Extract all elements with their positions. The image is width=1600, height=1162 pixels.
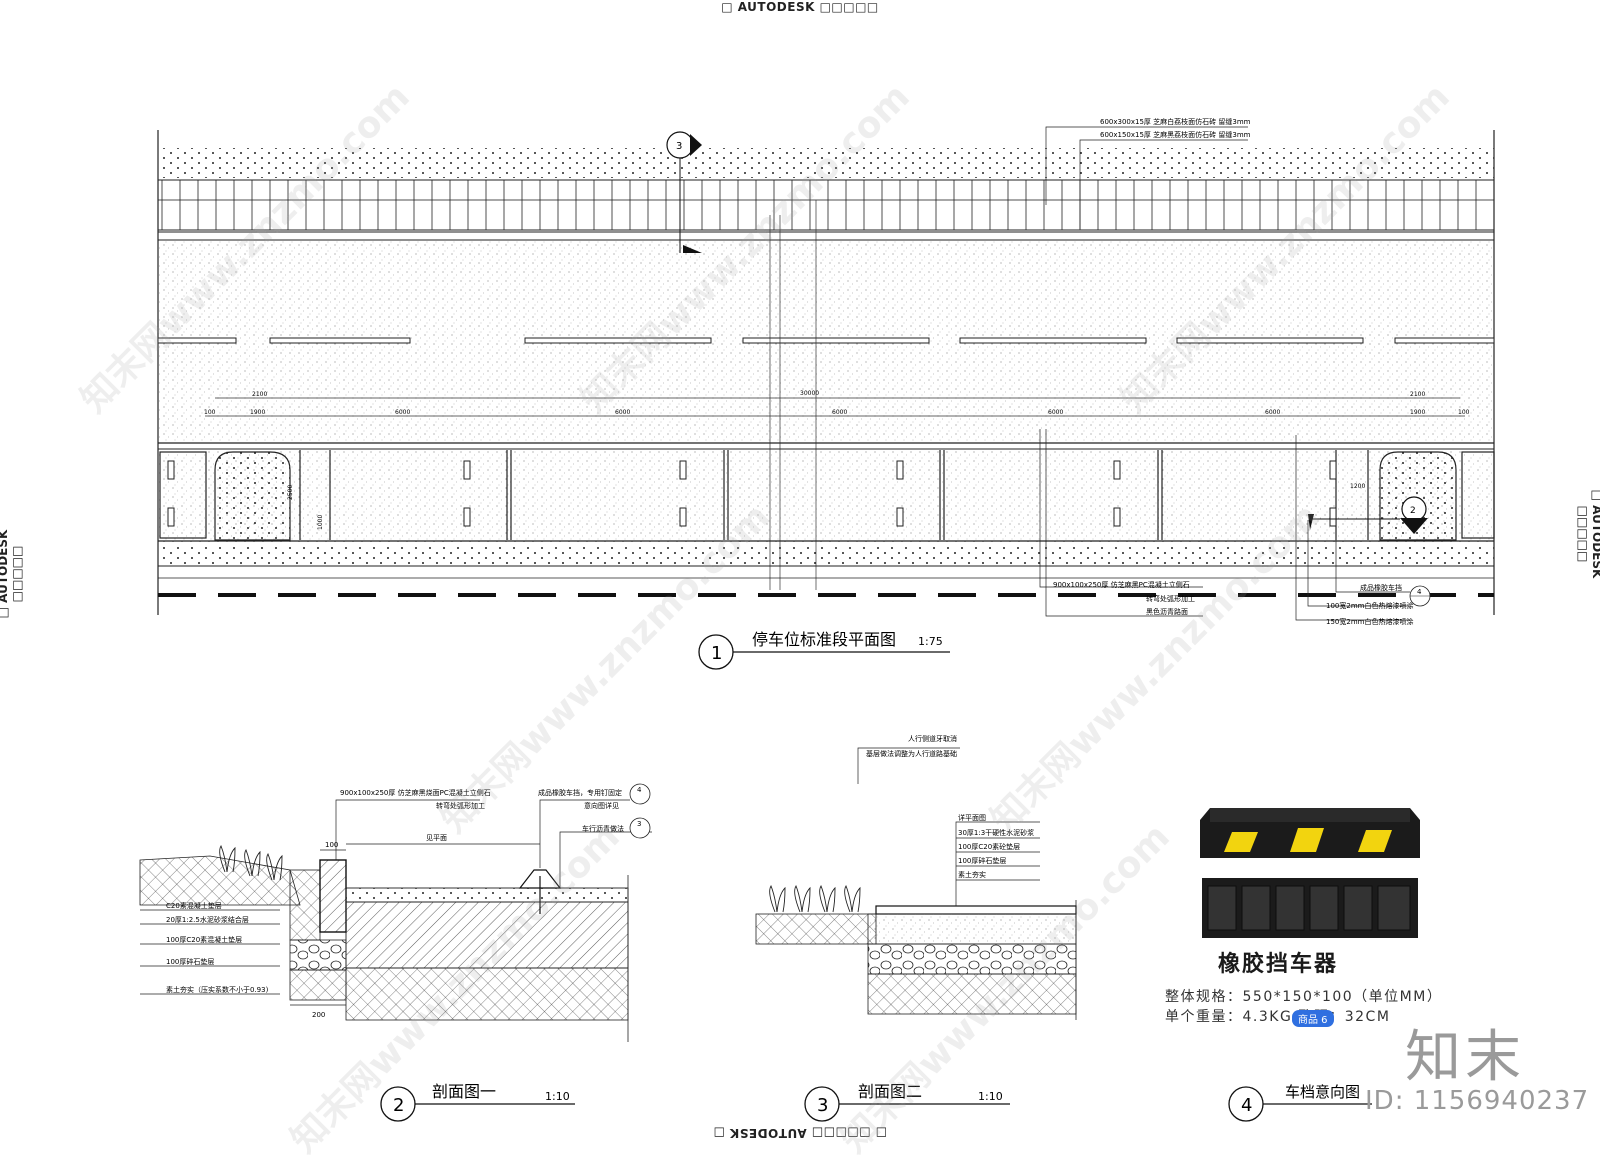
paving-layer bbox=[875, 905, 1077, 915]
note-line-150: 150宽2mm白色热熔漆喷涂 bbox=[1326, 617, 1413, 626]
ref-4-circle-s1 bbox=[629, 783, 651, 805]
s2-layer-plan: 详平面图 bbox=[958, 813, 986, 822]
layer-concrete: 100厚C20素混凝土垫层 bbox=[166, 935, 242, 944]
section1-scale: 1:10 bbox=[545, 1090, 570, 1103]
stripe-1 bbox=[1224, 832, 1258, 852]
note-base-adjust: 基层做法调整为人行道路基础 bbox=[866, 749, 957, 758]
stripe-2 bbox=[1290, 828, 1324, 852]
svg-text:6000: 6000 bbox=[832, 409, 847, 416]
layer-mortar: 20厚1:2.5水泥砂浆结合层 bbox=[166, 915, 249, 924]
grass-tufts-right bbox=[769, 885, 861, 913]
plan-title: 停车位标准段平面图 bbox=[752, 630, 896, 649]
note-tile-black: 600x150x15厚 芝麻黑荔枝面仿石砖 留缝3mm bbox=[1100, 130, 1251, 139]
dim-2500: 2500 bbox=[287, 485, 294, 500]
dim-see-plan: 见平面 bbox=[426, 834, 447, 842]
product-badge[interactable]: 商品 6 bbox=[1292, 1010, 1334, 1027]
ref-4-label: 4 bbox=[1417, 588, 1422, 596]
section1-number: 2 bbox=[393, 1095, 404, 1116]
lower-dotted-band bbox=[158, 544, 1494, 564]
dim-100-left: 100 bbox=[204, 409, 216, 416]
ref-3-circle-s1 bbox=[629, 817, 651, 839]
svg-text:6000: 6000 bbox=[1048, 409, 1063, 416]
section-two: 人行侧道牙取消 基层做法调整为人行道路基础 详平面图 30厚1:3干硬性水泥砂浆… bbox=[755, 734, 1077, 1122]
callout-3-label: 3 bbox=[676, 141, 682, 152]
note-curb-turn: 转弯处弧形加工 bbox=[436, 801, 485, 810]
asphalt-surface bbox=[345, 887, 629, 903]
bay-divider-lines bbox=[159, 450, 1495, 540]
s2-layer-concrete: 100厚C20素砼垫层 bbox=[958, 842, 1020, 851]
note-curb-stone: 900x100x250厚 仿芝麻黑PC混凝土立侧石 bbox=[1053, 580, 1190, 589]
planter-left bbox=[214, 451, 291, 541]
product-spec: 整体规格：550*150*100（单位MM） bbox=[1165, 989, 1443, 1005]
ref-4-s1: 4 bbox=[637, 786, 642, 794]
gravel-layer bbox=[867, 943, 1077, 975]
soil-layer bbox=[867, 973, 1077, 1015]
note-no-curb: 人行侧道牙取消 bbox=[908, 734, 957, 743]
ref-3-s1: 3 bbox=[637, 820, 641, 828]
product-name: 橡胶挡车器 bbox=[1218, 952, 1339, 977]
section2-title: 剖面图二 bbox=[858, 1082, 922, 1101]
section1-title: 剖面图一 bbox=[432, 1082, 496, 1101]
layer-c20: C20素混凝土垫层 bbox=[166, 901, 222, 910]
s2-layer-soil: 素土夯实 bbox=[958, 870, 986, 879]
note-wheel-stop: 成品橡胶车挡 bbox=[1360, 583, 1402, 592]
dim-200: 200 bbox=[312, 1011, 325, 1019]
svg-text:6000: 6000 bbox=[615, 409, 630, 416]
dim-1900-right: 1900 bbox=[1410, 409, 1425, 416]
plan-leaders bbox=[1039, 126, 1410, 621]
product-title: 车档意向图 bbox=[1285, 1083, 1360, 1101]
brand-logo: 知末 bbox=[1405, 1025, 1525, 1090]
dim-2100-right: 2100 bbox=[1410, 391, 1425, 398]
callout-3-marker: 3 bbox=[666, 131, 702, 253]
curb-stone bbox=[319, 859, 347, 933]
note-asphalt-method: 车行沥青做法 bbox=[582, 824, 624, 833]
stripe-3 bbox=[1358, 830, 1392, 852]
paving-tile-strip bbox=[157, 179, 1495, 231]
note-see-sketch: 意向图详见 bbox=[584, 801, 619, 810]
dim-6000-a: 6000 bbox=[395, 409, 410, 416]
callout-2-marker: 2 bbox=[1308, 496, 1428, 534]
product-number: 4 bbox=[1241, 1095, 1252, 1116]
note-asphalt: 黑色沥青路面 bbox=[1146, 607, 1188, 616]
section-one: 见平面 100 200 900x100x250厚 仿芝麻黑烧面PC混凝土立侧石 … bbox=[139, 783, 652, 1122]
section2-scale: 1:10 bbox=[978, 1090, 1003, 1103]
planter-right bbox=[1379, 451, 1457, 541]
product-weight: 单个重量：4.3KG 孔距：32CM bbox=[1165, 1009, 1391, 1025]
dim-30000: 30000 bbox=[800, 390, 819, 397]
lane-center-dashes bbox=[157, 337, 1495, 344]
dim-100: 100 bbox=[325, 841, 338, 849]
image-id: ID: 1156940237 bbox=[1365, 1086, 1590, 1116]
dim-1900-left: 1900 bbox=[250, 409, 265, 416]
autodesk-banner-top: □ AUTODESK □□□□□ bbox=[721, 0, 879, 14]
layer-gravel: 100厚碎石垫层 bbox=[166, 957, 214, 966]
wheel-stops bbox=[167, 460, 1337, 527]
grass-tufts-left bbox=[219, 845, 283, 881]
note-line-100: 100宽2mm白色热熔漆喷涂 bbox=[1326, 601, 1413, 610]
callout-2-label: 2 bbox=[1410, 506, 1416, 516]
concrete-base bbox=[345, 901, 629, 969]
svg-text:6000: 6000 bbox=[1265, 409, 1280, 416]
dim-1200: 1200 bbox=[1350, 483, 1365, 490]
sidewalk-dotted-band bbox=[158, 148, 1494, 178]
plan-scale: 1:75 bbox=[918, 635, 943, 648]
section2-number: 3 bbox=[817, 1095, 828, 1116]
dim-1000: 1000 bbox=[317, 515, 324, 530]
dim-100-right: 100 bbox=[1458, 409, 1470, 416]
note-wheel-stop-fix: 成品橡胶车挡，专用钉固定 bbox=[538, 788, 622, 797]
plan-number: 1 bbox=[711, 643, 722, 664]
parking-bays bbox=[158, 450, 1494, 542]
c20-layer bbox=[867, 913, 1077, 945]
s2-layer-mortar: 30厚1:3干硬性水泥砂浆 bbox=[958, 828, 1034, 837]
layer-soil: 素土夯实（压实系数不小于0.93) bbox=[166, 985, 269, 994]
parking-plan: 2100 100 1900 6000 6000 6000 6000 6000 3… bbox=[157, 117, 1495, 670]
wheel-stop-product-image bbox=[1200, 808, 1420, 938]
note-curb-curve: 转弯处弧形加工 bbox=[1146, 594, 1195, 603]
dim-2100-left: 2100 bbox=[252, 391, 267, 398]
note-tile-white: 600x300x15厚 芝麻白荔枝面仿石砖 留缝3mm bbox=[1100, 117, 1251, 126]
s2-layer-gravel: 100厚碎石垫层 bbox=[958, 856, 1006, 865]
note-curb-section: 900x100x250厚 仿芝麻黑烧面PC混凝土立侧石 bbox=[340, 788, 491, 797]
